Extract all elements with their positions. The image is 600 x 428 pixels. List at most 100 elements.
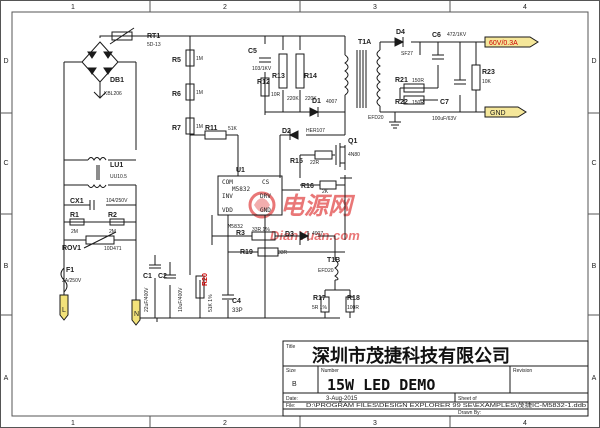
label-t1a: T1A (358, 39, 371, 46)
ground-icon (389, 121, 401, 129)
size-label: Size (286, 368, 296, 374)
label-c6-value: 472/1KV (447, 32, 467, 38)
u1-pin-vdd: VDD (222, 207, 233, 214)
label-r6-value: 1M (196, 90, 203, 96)
label-r1: R1 (70, 212, 79, 219)
row-c-right: C (591, 160, 596, 167)
label-c1-value: 22uF/400V (144, 287, 150, 312)
label-r20-value: 51K 1% (208, 294, 214, 312)
label-c4: C4 (232, 298, 241, 305)
label-r22-value: 150R (412, 100, 424, 106)
f1-symbol (60, 267, 68, 293)
label-lu1-value: UU10.5 (110, 174, 127, 180)
input-l-terminal[interactable] (59, 294, 69, 321)
col-3-top: 3 (373, 4, 377, 11)
label-rt1-value: 5D-13 (147, 42, 161, 48)
col-4-top: 4 (523, 4, 527, 11)
label-d3-value: 4007 (312, 231, 323, 237)
col-3-bottom: 3 (373, 420, 377, 427)
label-c7: C7 (440, 99, 449, 106)
row-d-right: D (591, 58, 596, 65)
label-d4: D4 (396, 29, 405, 36)
date-value: 3-Aug-2015 (326, 396, 358, 402)
label-r7-value: 1M (196, 124, 203, 130)
label-r19-value: 33R (278, 250, 288, 256)
output-pos-flag[interactable] (484, 36, 539, 48)
label-r16-value: 2K (322, 189, 329, 195)
label-r2-value: 2M (109, 229, 116, 235)
label-r20: R20 (202, 273, 209, 286)
row-c-left: C (3, 160, 8, 167)
label-d3: D3 (285, 231, 294, 238)
label-db1: DB1 (110, 77, 124, 84)
drawn-by-label: Drawn By: (458, 410, 481, 416)
label-cx1: CX1 (70, 198, 84, 205)
file-path: D:\PROGRAM FILES\DESIGN EXPLORER 99 SE\E… (306, 402, 586, 409)
col-1-top: 1 (71, 4, 75, 11)
row-a-left: A (4, 375, 9, 382)
u1-body (217, 175, 283, 216)
label-r15-value: 22R (310, 160, 320, 166)
label-r17-value: 5R 1% (312, 305, 328, 311)
date-label: Date: (286, 396, 298, 402)
label-t1b-value: EFD20 (318, 268, 334, 274)
label-r2: R2 (108, 212, 117, 219)
input-n-terminal[interactable] (131, 299, 141, 326)
label-r22: R22 (395, 99, 408, 106)
wiring (63, 35, 485, 319)
label-r12: R12 (257, 79, 270, 86)
label-r5: R5 (172, 57, 181, 64)
label-d1: D1 (312, 98, 321, 105)
output-gnd-flag[interactable] (484, 106, 527, 118)
label-r13: R13 (272, 73, 285, 80)
label-u1: U1 (236, 167, 245, 174)
label-d2-value: HER107 (306, 128, 325, 134)
label-d4-value: SF27 (401, 51, 413, 57)
label-q1-value: 4N80 (348, 152, 360, 158)
label-r16: R16 (301, 183, 314, 190)
label-r12-value: 10R (271, 92, 281, 98)
row-a-right: A (592, 375, 597, 382)
label-r7: R7 (172, 125, 181, 132)
title-block: Title 深圳市茂捷科技有限公司 Size B Number 15W LED … (282, 340, 589, 417)
t1a-primary (344, 54, 349, 96)
label-c1: C1 (143, 273, 152, 280)
label-r3: R3 (236, 230, 245, 237)
company-name: 深圳市茂捷科技有限公司 (312, 345, 510, 367)
label-c6: C6 (432, 32, 441, 39)
product-name: 15W LED DEMO (327, 376, 435, 394)
label-r19: R19 (240, 249, 253, 256)
label-c5-value: 103/1KV (252, 66, 272, 72)
row-b-left: B (4, 263, 9, 270)
label-r6: R6 (172, 91, 181, 98)
label-r3-value: 33R 1% (252, 227, 270, 233)
label-c4-value: 33P (232, 308, 243, 314)
label-rov1: ROV1 (62, 245, 81, 252)
label-r13-value: 220K (287, 96, 299, 102)
u1-part-number-2: M5832 (228, 224, 243, 230)
label-c2: C2 (158, 273, 167, 280)
label-r15: R15 (290, 158, 303, 165)
label-r5-value: 1M (196, 56, 203, 62)
label-lu1: LU1 (110, 162, 123, 169)
label-r11: R11 (205, 125, 218, 132)
lu1-coil (87, 157, 107, 161)
label-r17: R17 (313, 295, 326, 302)
component-labels: RT1 5D-13 DB1 KBL206 LU1 UU10.5 CX1 104/… (62, 29, 495, 314)
row-b-right: B (592, 263, 597, 270)
label-q1: Q1 (348, 138, 357, 145)
label-d2: D2 (282, 128, 291, 135)
file-label: File: (286, 403, 295, 409)
title-label: Title (286, 344, 295, 350)
label-r1-value: 2M (71, 229, 78, 235)
watermark-en: DianYuan.com (270, 228, 360, 243)
label-r23: R23 (482, 69, 495, 76)
label-c7-value: 100uF/63V (432, 116, 457, 122)
sheet-label: Sheet of (458, 396, 477, 402)
col-4-bottom: 4 (523, 420, 527, 427)
watermark-logo-icon (248, 191, 276, 219)
u1-pin-inv: INV (222, 193, 233, 200)
col-2-top: 2 (223, 4, 227, 11)
output-pos-label: 60V/0.3A (489, 40, 518, 47)
label-r18: R18 (347, 295, 360, 302)
